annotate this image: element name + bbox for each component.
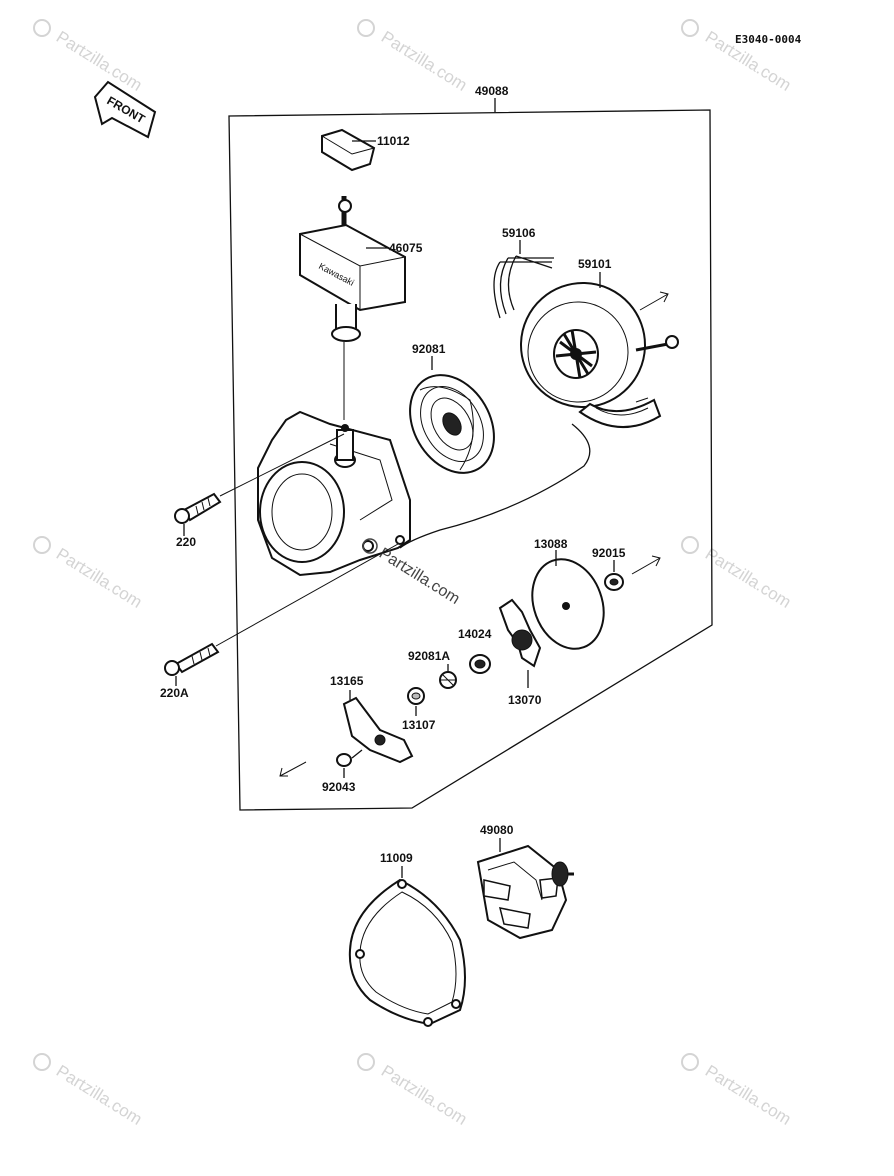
- watermark-text: Partzilla.com: [702, 1061, 795, 1129]
- part-14024: [469, 654, 491, 674]
- part-220: [174, 433, 345, 524]
- part-13070: [498, 598, 542, 668]
- diagram-code: E3040-0004: [735, 33, 802, 46]
- watermark-text: Partzilla.com: [378, 27, 471, 95]
- center-watermark: Partzilla.com: [376, 545, 463, 608]
- part-92081A: [439, 671, 457, 689]
- label-59101: 59101: [578, 257, 612, 271]
- label-13107: 13107: [402, 718, 436, 732]
- part-11009: [348, 878, 466, 1027]
- part-92043: [336, 753, 352, 767]
- label-92081: 92081: [412, 342, 446, 356]
- label-11012: 11012: [377, 134, 410, 148]
- label-13070: 13070: [508, 693, 542, 707]
- front-arrow: FRONT: [93, 80, 157, 139]
- watermark-text: Partzilla.com: [53, 27, 146, 95]
- label-49080: 49080: [480, 823, 514, 837]
- part-13088: [531, 558, 605, 650]
- part-220A: [164, 543, 399, 676]
- label-46075: 46075: [389, 241, 423, 255]
- part-13107: [407, 687, 425, 705]
- part-11012: [321, 128, 376, 172]
- part-46075: Kawasaki: [299, 196, 406, 342]
- direction-arrow: [639, 291, 669, 311]
- spring-leaf: [578, 398, 662, 428]
- label-49088: 49088: [475, 84, 509, 98]
- label-13165: 13165: [330, 674, 364, 688]
- watermark-text: Partzilla.com: [53, 544, 146, 612]
- recoil-housing: [257, 410, 411, 577]
- part-92081: [409, 374, 495, 474]
- watermark-text: Partzilla.com: [53, 1061, 146, 1129]
- label-14024: 14024: [458, 627, 492, 641]
- label-11009: 11009: [380, 851, 413, 865]
- part-59101: [520, 282, 679, 411]
- label-59106: 59106: [502, 226, 536, 240]
- label-220: 220: [176, 535, 196, 549]
- part-49080: [476, 844, 574, 940]
- label-92043: 92043: [322, 780, 356, 794]
- assembly-boundary: [228, 109, 713, 811]
- label-92081A: 92081A: [408, 649, 450, 663]
- label-13088: 13088: [534, 537, 568, 551]
- starter-rope: [399, 423, 591, 549]
- part-92015: [604, 573, 624, 591]
- label-92015: 92015: [592, 546, 626, 560]
- label-220A: 220A: [160, 686, 189, 700]
- watermark-text: Partzilla.com: [378, 1061, 471, 1129]
- part-59106: [493, 255, 554, 319]
- watermark-text: Partzilla.com: [702, 544, 795, 612]
- part-13165: [342, 696, 414, 764]
